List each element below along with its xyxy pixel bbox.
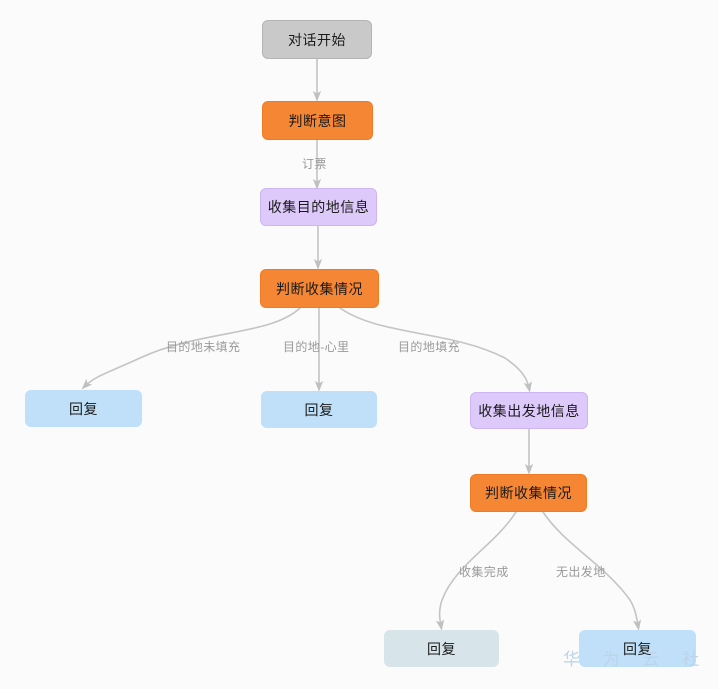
edge-label-e-intent-dest: 订票 xyxy=(302,157,327,171)
node-check1[interactable]: 判断收集情况 xyxy=(260,269,379,308)
edge-label-e-check1-reply1: 目的地未填充 xyxy=(166,340,241,354)
node-reply2[interactable]: 回复 xyxy=(261,391,377,428)
node-intent[interactable]: 判断意图 xyxy=(262,101,373,140)
node-reply1[interactable]: 回复 xyxy=(25,390,142,427)
watermark: 华 为 云 社 区 xyxy=(563,650,718,669)
node-start[interactable]: 对话开始 xyxy=(262,20,372,59)
edge-label-e-check1-reply3: 目的地填充 xyxy=(398,340,461,354)
node-dest[interactable]: 收集目的地信息 xyxy=(260,188,377,226)
node-reply3[interactable]: 回复 xyxy=(384,630,499,667)
edge-label-e-check2-reply4: 无出发地 xyxy=(556,565,606,579)
node-check2[interactable]: 判断收集情况 xyxy=(470,474,587,512)
node-reply4[interactable]: 回复 xyxy=(579,630,696,667)
edge-label-e-check1-reply2: 目的地-心里 xyxy=(283,340,350,354)
node-origin[interactable]: 收集出发地信息 xyxy=(470,392,588,429)
edge-label-e-check2-reply3: 收集完成 xyxy=(459,565,509,579)
